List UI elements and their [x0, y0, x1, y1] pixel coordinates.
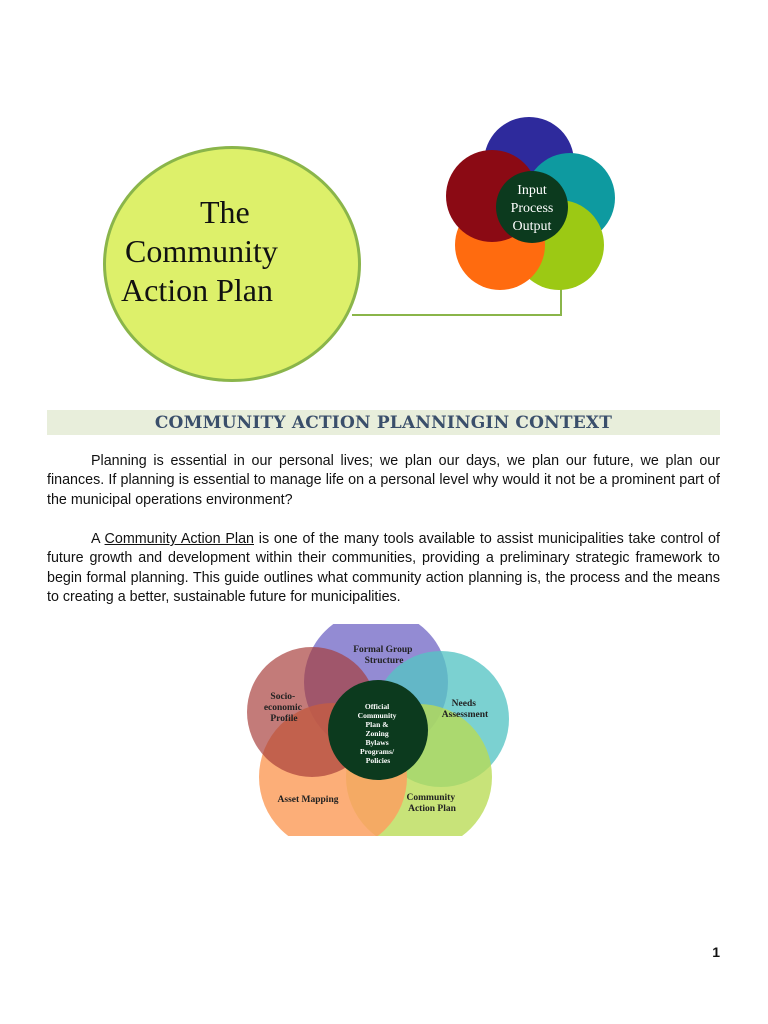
venn-center-label: Official Community Plan & Zoning Bylaws …: [358, 702, 399, 765]
venn-label-asset-mapping: Asset Mapping: [278, 795, 339, 805]
cycle-label-input: Input: [517, 183, 547, 198]
section-heading-bar: [47, 410, 720, 435]
community-action-plan-term: Community Action Plan: [104, 531, 254, 547]
venn-center: [328, 680, 428, 780]
paragraph-1: Planning is essential in our personal li…: [47, 452, 720, 510]
paragraph-2-text: is one of the many tools available to as…: [47, 531, 720, 605]
section-heading: COMMUNITY ACTION PLANNINGIN CONTEXT: [154, 413, 613, 433]
venn-label-formal-group: Formal Group Structure: [353, 645, 415, 666]
connector-line: [352, 314, 562, 316]
paragraph-2: A Community Action Plan is one of the ma…: [47, 530, 720, 607]
page-number: 1: [712, 944, 720, 960]
cycle-center-label: Input Process Output: [497, 182, 567, 236]
paragraph-1-text: Planning is essential in our personal li…: [47, 453, 720, 508]
title-line-3: Action Plan: [121, 272, 273, 308]
connector-line-vertical: [560, 286, 562, 316]
venn-diagram: Formal Group Structure Needs Assessment …: [247, 624, 509, 836]
venn-label-socio-economic: Socio- economic Profile: [264, 692, 304, 724]
venn-label-needs-assessment: Needs Assessment: [442, 699, 489, 720]
cycle-label-output: Output: [512, 219, 552, 234]
paragraph-2-lead: A: [91, 531, 100, 547]
venn-label-community-action-plan: Community Action Plan: [407, 793, 458, 814]
title-line-2: Community: [125, 233, 278, 269]
title-line-1: The: [200, 194, 250, 230]
cycle-label-process: Process: [510, 201, 554, 216]
cycle-diagram: [446, 117, 615, 290]
title-circle: [103, 146, 361, 382]
cycle-center: [496, 171, 568, 243]
document-title: The Community Action Plan: [120, 193, 350, 310]
